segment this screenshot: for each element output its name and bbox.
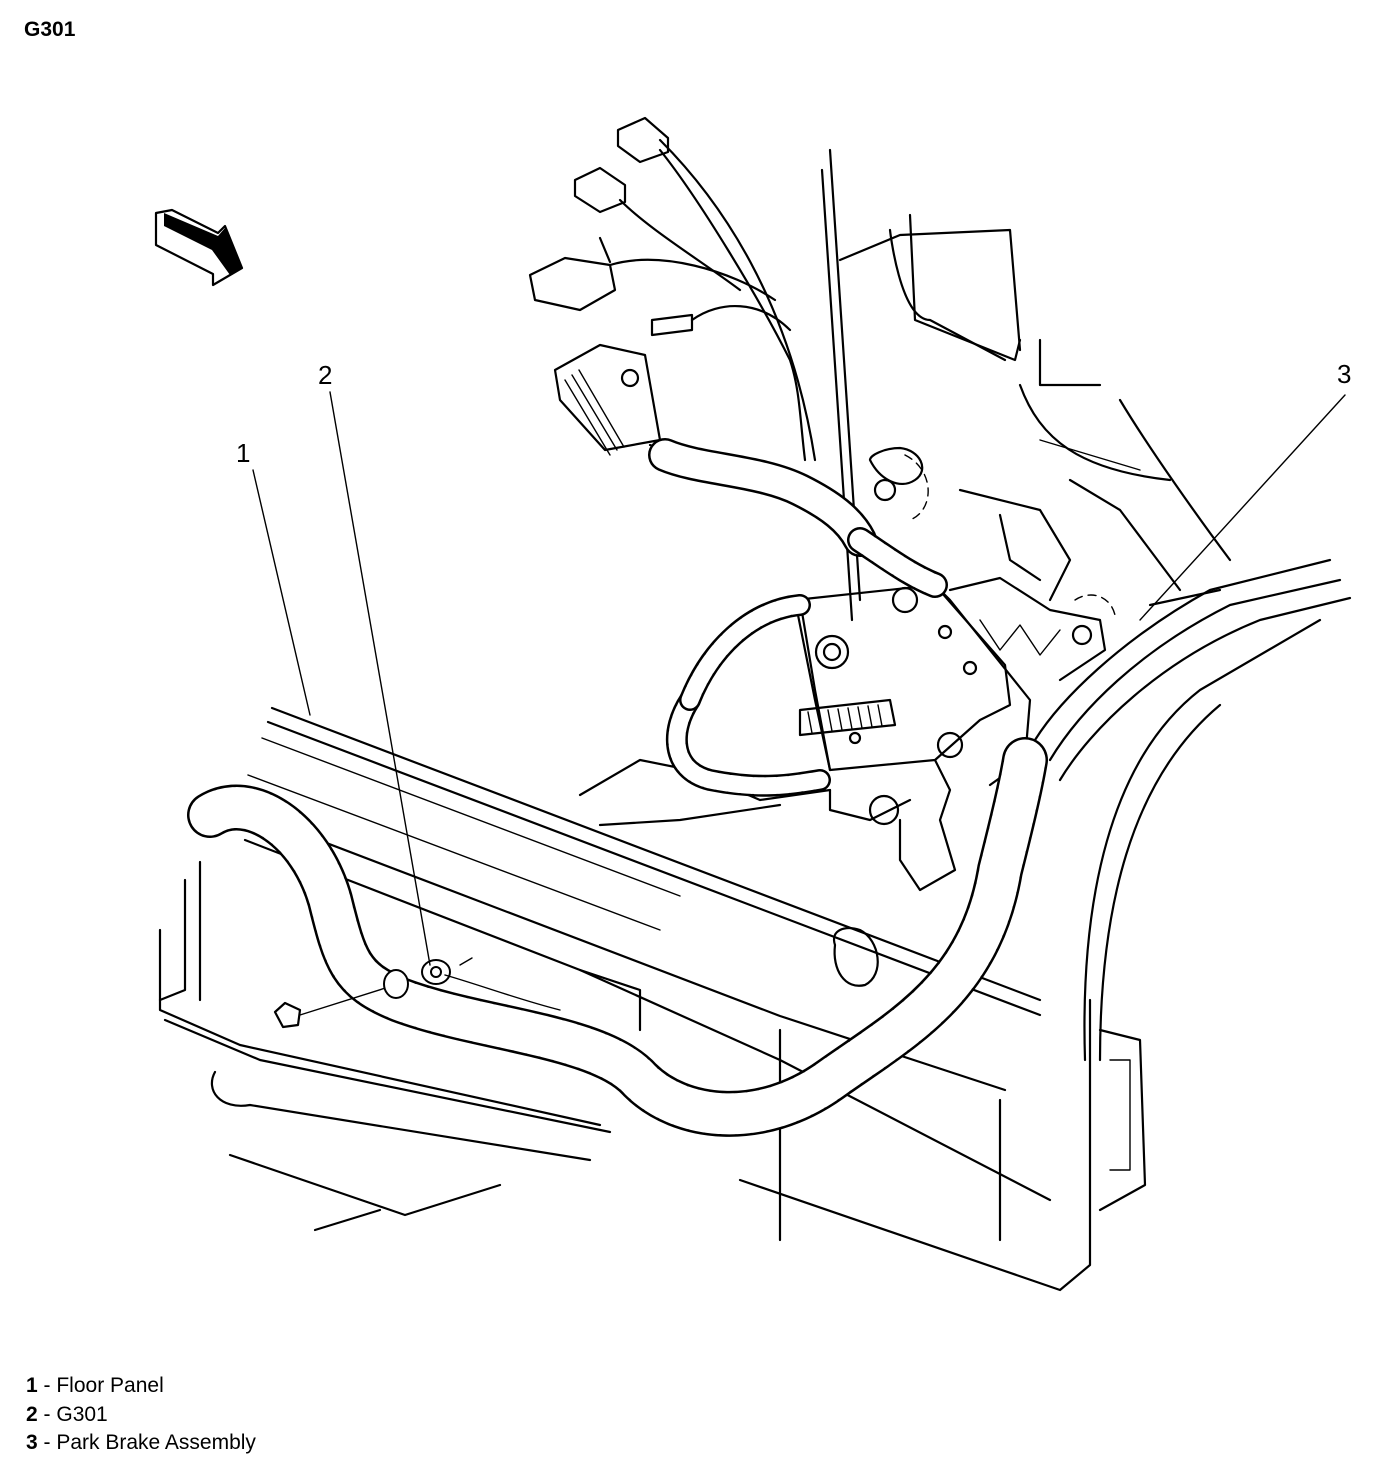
wiring-harness <box>187 438 1222 1137</box>
legend-item: 1 - Floor Panel <box>26 1374 164 1397</box>
legend-item: 3 - Park Brake Assembly <box>26 1431 256 1454</box>
legend: 1 - Floor Panel 2 - G301 3 - Park Brake … <box>26 1372 256 1458</box>
floor-panel <box>158 706 1147 1292</box>
direction-arrow-icon <box>154 208 244 287</box>
g301-ground-fastener <box>273 957 561 1029</box>
callout-3: 3 <box>1337 359 1351 389</box>
legend-item: 2 - G301 <box>26 1402 108 1426</box>
park-brake-ground-diagram: 1 2 3 <box>154 116 1352 1292</box>
leader-lines <box>252 391 1346 966</box>
callout-1: 1 <box>236 438 250 468</box>
diagram-title: G301 <box>24 18 76 41</box>
harness-connectors <box>528 116 817 492</box>
callout-2: 2 <box>318 360 332 390</box>
kick-panel <box>820 148 1352 1062</box>
